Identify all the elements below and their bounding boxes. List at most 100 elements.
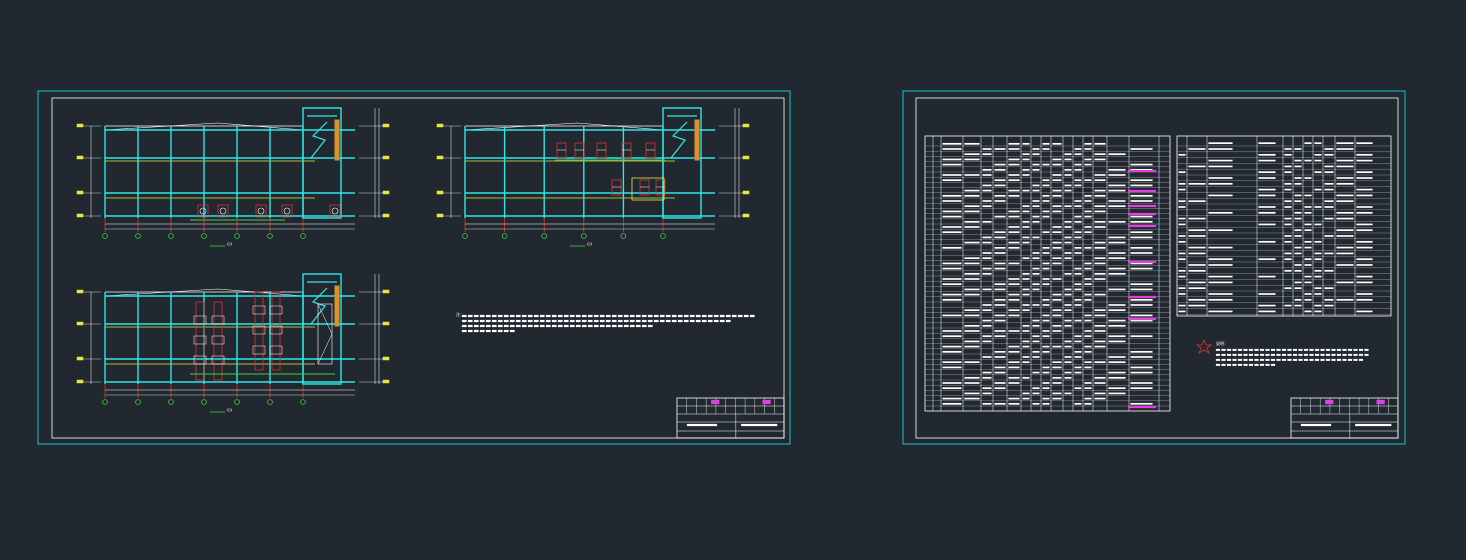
table-cell-text bbox=[1304, 206, 1312, 208]
note-glyph bbox=[1309, 348, 1314, 351]
table-cell-text bbox=[1336, 246, 1354, 249]
table-cell-text bbox=[1356, 194, 1373, 197]
note-glyph bbox=[533, 319, 539, 323]
table-cell-text bbox=[1022, 278, 1030, 280]
note-glyph bbox=[1270, 358, 1276, 361]
table-cell-text bbox=[1064, 174, 1072, 176]
material-schedule-table[interactable] bbox=[1176, 135, 1392, 317]
table-cell-text bbox=[1052, 262, 1062, 265]
elevation-view-c[interactable] bbox=[76, 273, 390, 413]
table-cell-text bbox=[1074, 148, 1082, 150]
note-glyph bbox=[1259, 358, 1265, 361]
table-cell-text bbox=[1084, 319, 1092, 322]
table-cell-text bbox=[1042, 387, 1050, 390]
table-cell-text bbox=[1130, 335, 1153, 338]
table-cell-text bbox=[1356, 206, 1373, 208]
notes-text-lines bbox=[1215, 348, 1369, 366]
table-cell-text bbox=[1022, 397, 1030, 400]
table-cell-text bbox=[1094, 194, 1106, 197]
elevation-view-a[interactable] bbox=[76, 107, 390, 247]
table-cell-text bbox=[1042, 350, 1050, 353]
title-block[interactable] bbox=[676, 397, 785, 439]
approval-stamp bbox=[762, 399, 771, 405]
table-cell-text bbox=[1336, 159, 1354, 162]
approval-stamp bbox=[1376, 399, 1385, 405]
level-marker bbox=[76, 213, 84, 218]
note-glyph bbox=[641, 324, 647, 328]
note-glyph bbox=[1309, 353, 1314, 356]
table-cell-text bbox=[1032, 200, 1040, 202]
table-cell-text bbox=[1304, 240, 1312, 243]
table-cell-text bbox=[1178, 252, 1186, 255]
table-cell-text bbox=[942, 335, 962, 338]
table-cell-text bbox=[1258, 159, 1276, 162]
table-cell-text bbox=[1008, 148, 1020, 150]
note-glyph bbox=[575, 319, 581, 323]
table-cell-text bbox=[942, 366, 962, 369]
table-cell-text bbox=[1032, 153, 1040, 156]
note-glyph bbox=[503, 324, 509, 328]
table-cell-text bbox=[1094, 376, 1106, 379]
note-glyph bbox=[623, 319, 629, 323]
note-glyph bbox=[593, 324, 599, 328]
drawing-sheet-equipment-list[interactable]: 说明： bbox=[902, 90, 1406, 445]
note-glyph bbox=[509, 314, 515, 318]
table-cell-text bbox=[1064, 371, 1072, 374]
table-cell-text bbox=[1356, 258, 1373, 261]
table-cell-text bbox=[1042, 402, 1050, 405]
table-cell-text bbox=[1032, 324, 1040, 327]
table-cell-text bbox=[1314, 171, 1322, 174]
note-glyph bbox=[1347, 348, 1353, 351]
note-glyph bbox=[1336, 353, 1342, 356]
table-cell-text bbox=[1294, 165, 1302, 168]
table-cell-text bbox=[1178, 235, 1186, 237]
table-cell-text bbox=[1094, 330, 1106, 332]
equipment-tray bbox=[269, 305, 283, 315]
table-cell-text bbox=[994, 236, 1006, 239]
table-cell-text bbox=[1074, 205, 1082, 208]
table-cell-text bbox=[1356, 281, 1373, 284]
stair-tower bbox=[302, 107, 342, 219]
title-block[interactable] bbox=[1290, 397, 1399, 439]
drawing-sheet-elevations[interactable]: 注： bbox=[37, 90, 791, 445]
table-cell-text bbox=[1074, 283, 1082, 286]
table-cell-text bbox=[1294, 264, 1302, 266]
table-cell-text bbox=[1284, 217, 1292, 220]
table-cell-text bbox=[1324, 287, 1334, 290]
table-cell-text bbox=[1042, 314, 1050, 317]
level-marker bbox=[382, 356, 390, 361]
level-marker bbox=[742, 155, 750, 160]
table-cell-text bbox=[1022, 210, 1030, 213]
table-cell-text bbox=[994, 402, 1006, 405]
note-glyph bbox=[1298, 353, 1303, 356]
table-cell-text bbox=[982, 356, 992, 358]
table-cell-text bbox=[1042, 319, 1050, 322]
table-cell-text bbox=[1108, 189, 1126, 192]
table-cell-text bbox=[1022, 272, 1030, 275]
level-marker bbox=[436, 123, 444, 128]
table-cell-text bbox=[1052, 330, 1062, 332]
stair-handrail bbox=[694, 119, 700, 161]
note-glyph bbox=[491, 329, 497, 333]
table-cell-text bbox=[1108, 309, 1126, 312]
note-glyph bbox=[557, 324, 563, 328]
elevation-view-b[interactable] bbox=[436, 107, 750, 247]
note-glyph bbox=[1353, 348, 1358, 351]
table-cell-text bbox=[1084, 366, 1092, 369]
note-glyph bbox=[599, 314, 605, 318]
note-glyph bbox=[1221, 363, 1226, 366]
level-marker bbox=[382, 123, 390, 128]
table-cell-text bbox=[982, 371, 992, 374]
grid-bubble bbox=[102, 399, 108, 405]
note-glyph bbox=[575, 324, 581, 328]
table-cell-text bbox=[1304, 298, 1312, 301]
equipment-schedule-table[interactable] bbox=[924, 135, 1171, 412]
table-cell-text bbox=[1178, 269, 1186, 272]
note-glyph bbox=[1265, 353, 1270, 356]
remark-highlight bbox=[1127, 295, 1157, 299]
table-cell-text bbox=[1074, 184, 1082, 187]
table-cell-text bbox=[942, 174, 962, 176]
note-glyph bbox=[695, 314, 701, 318]
